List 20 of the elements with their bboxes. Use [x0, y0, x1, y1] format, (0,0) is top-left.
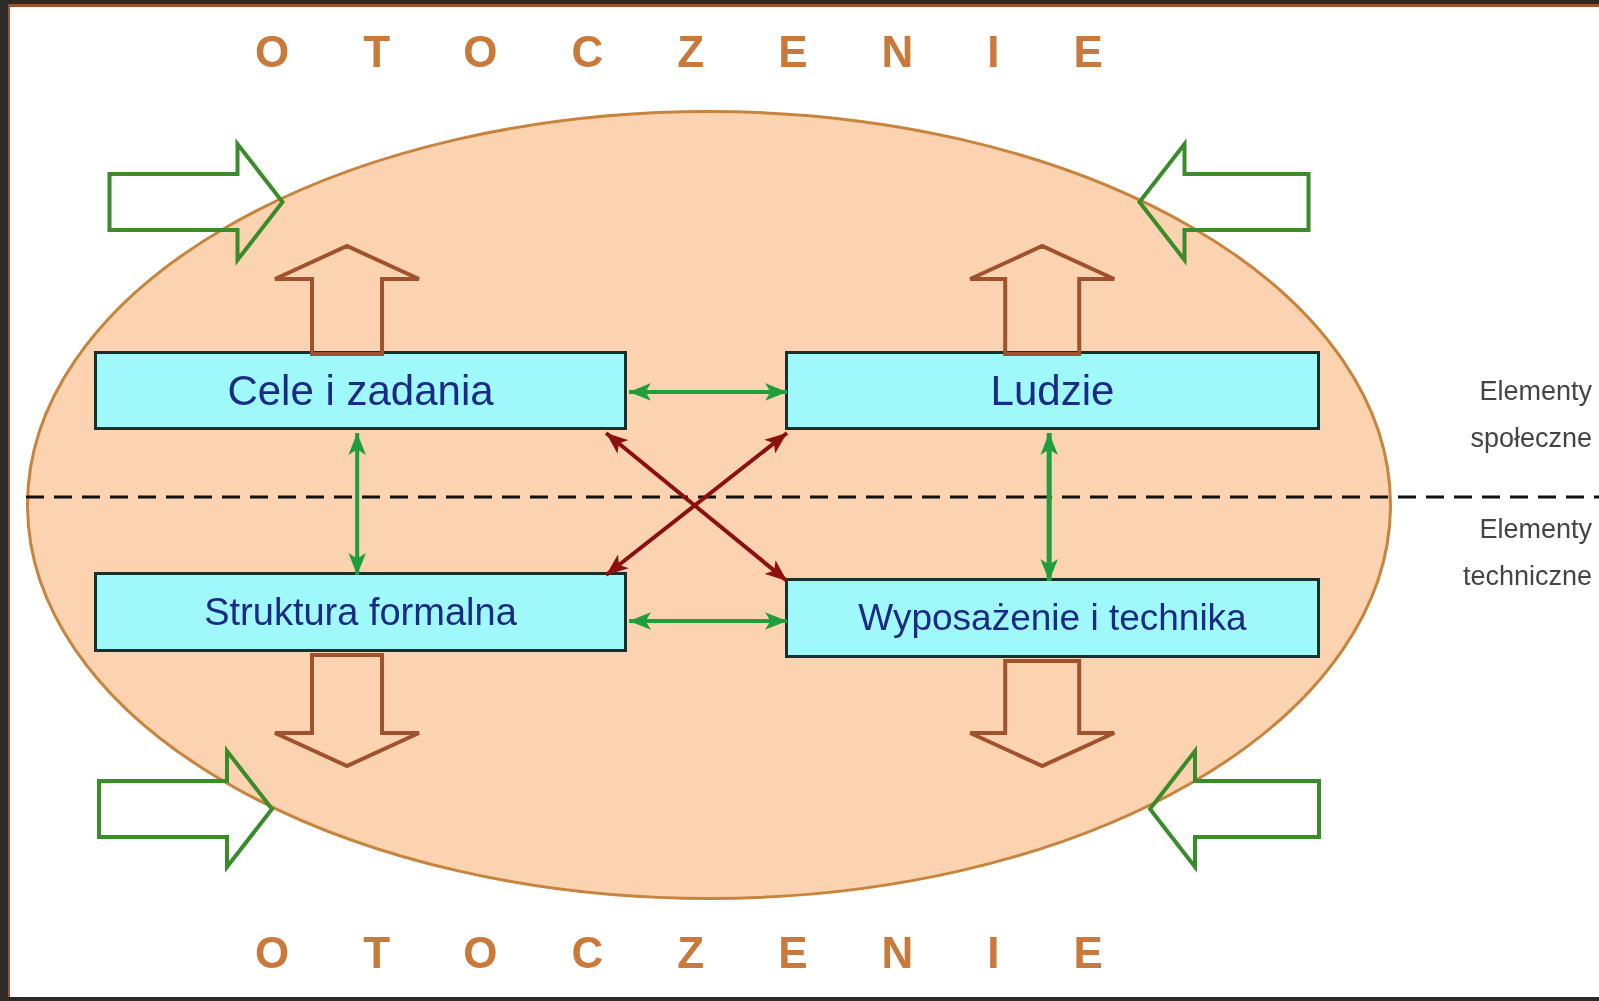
- element-box: Struktura formalna: [94, 572, 627, 652]
- block-arrow: [97, 745, 275, 873]
- block-arrow: [1147, 745, 1321, 873]
- element-box: Wyposażenie i technika: [785, 578, 1320, 658]
- block-arrow: [273, 243, 421, 356]
- element-box: Ludzie: [785, 351, 1320, 430]
- block-arrow: [107, 138, 286, 266]
- heading-text: OTOCZENIE: [255, 928, 1177, 978]
- side-label: Elementy społeczne: [1469, 375, 1592, 456]
- double-arrow: [629, 612, 787, 630]
- side-label: Elementy techniczne: [1461, 513, 1592, 594]
- double-arrow: [348, 433, 366, 575]
- block-arrow: [968, 659, 1117, 769]
- heading-text: OTOCZENIE: [255, 27, 1177, 77]
- block-arrow: [968, 243, 1117, 356]
- double-arrow: [1040, 433, 1058, 581]
- block-arrow: [1136, 138, 1311, 266]
- block-arrow: [273, 653, 421, 769]
- element-box: Cele i zadania: [94, 351, 627, 430]
- double-arrow: [629, 383, 787, 401]
